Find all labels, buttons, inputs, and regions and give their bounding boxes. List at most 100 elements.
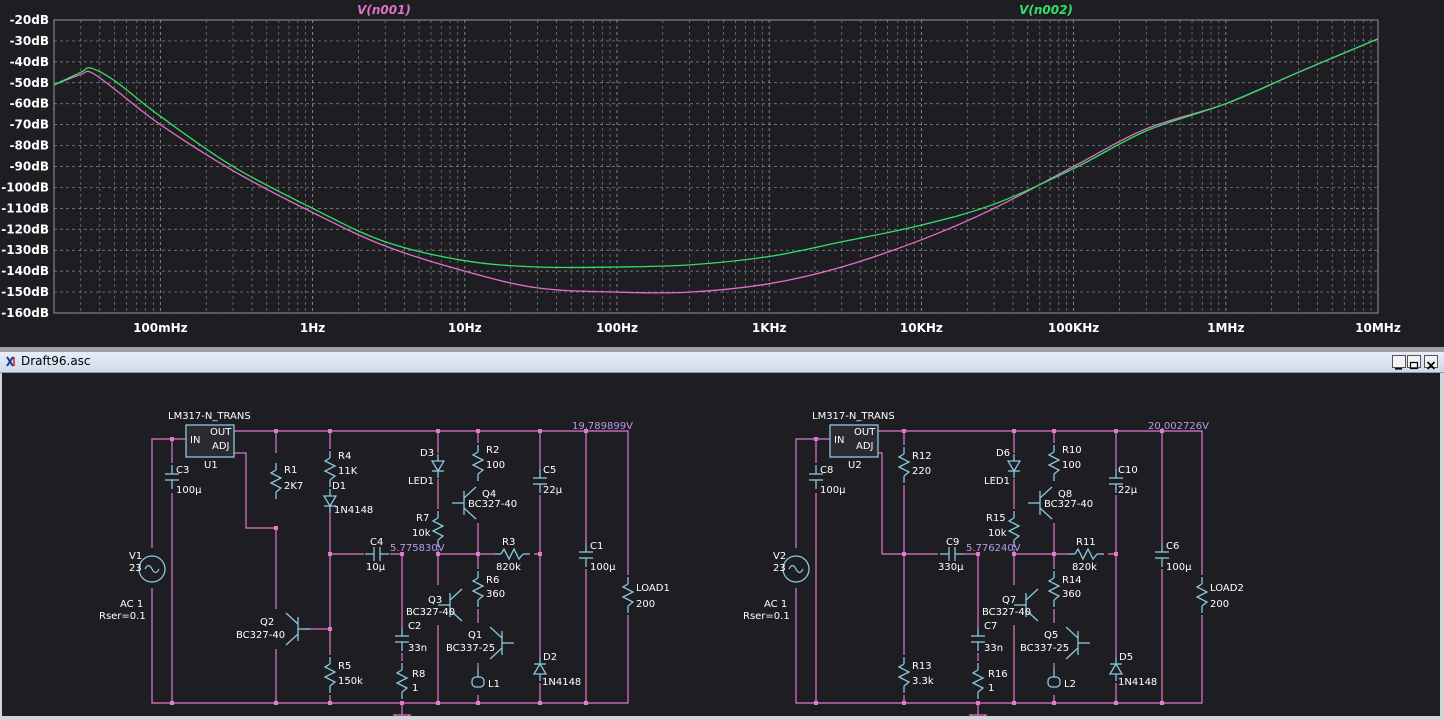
reg-pin-out: OUT <box>210 427 232 438</box>
close-button[interactable] <box>1424 355 1438 370</box>
reg-pin-in: IN <box>190 435 200 446</box>
trace-label-v-n001[interactable]: V(n001) <box>357 3 411 17</box>
c6-value: 100µ <box>1166 562 1192 573</box>
q7-value: BC327-40 <box>982 607 1031 618</box>
x-tick-label: 100KHz <box>1048 321 1099 335</box>
q5-ref: Q5 <box>1044 630 1058 641</box>
x-tick-label: 10KHz <box>900 321 943 335</box>
load1-ref: LOAD1 <box>636 583 670 594</box>
q2-ref: Q2 <box>260 617 274 628</box>
plot-traces <box>53 38 1379 294</box>
output-voltage-label-right: 20.002726V <box>1148 421 1209 432</box>
trace-label-v-n002[interactable]: V(n002) <box>1019 3 1073 17</box>
reg-pin-adj: ADJ <box>212 441 230 452</box>
load1-value: 200 <box>636 599 655 610</box>
r10-value: 100 <box>1062 460 1081 471</box>
r11-value: 820k <box>1072 562 1097 573</box>
reg2-ref: U2 <box>848 460 862 471</box>
r13-ref: R13 <box>912 661 932 672</box>
x-tick-label: 100Hz <box>596 321 638 335</box>
r14-value: 360 <box>1062 589 1081 600</box>
node-voltage-label: 5.775830V <box>390 543 445 554</box>
c7-ref: C7 <box>984 621 997 632</box>
c5-value: 22µ <box>543 485 563 496</box>
r13-value: 3.3k <box>912 676 934 687</box>
r1-value: 2K7 <box>284 481 303 492</box>
trace-vn001[interactable] <box>53 38 1379 294</box>
r12-value: 220 <box>912 466 931 477</box>
window-title: Draft96.asc <box>21 354 91 368</box>
r14-ref: R14 <box>1062 575 1082 586</box>
x-tick-label: 10Hz <box>448 321 482 335</box>
r6-value: 360 <box>486 589 505 600</box>
r16-ref: R16 <box>988 669 1008 680</box>
c6-ref: C6 <box>1166 541 1179 552</box>
r10-ref: R10 <box>1062 445 1082 456</box>
x-tick-label: 1Hz <box>300 321 325 335</box>
v2-value: 23 <box>773 563 786 574</box>
maximize-button[interactable] <box>1407 355 1421 370</box>
d1-value: 1N4148 <box>334 505 373 516</box>
schematic-window: Draft96.asc <box>0 352 1444 720</box>
r1-ref: R1 <box>284 465 297 476</box>
y-tick-label: -160dB <box>1 306 49 320</box>
y-tick-label: -80dB <box>10 139 49 153</box>
ltspice-schematic-icon <box>6 356 15 367</box>
trace-vn002[interactable] <box>53 38 1379 269</box>
c8-ref: C8 <box>820 465 833 476</box>
schematic-canvas[interactable]: IN OUT ADJ LM317-N_TRANS U1 V1 23 AC 1 R… <box>2 373 1440 720</box>
c1-value: 100µ <box>590 562 616 573</box>
minimize-button[interactable] <box>1392 355 1406 370</box>
load2-value: 200 <box>1210 599 1229 610</box>
regulator-u2[interactable] <box>829 424 879 458</box>
y-tick-label: -90dB <box>10 160 49 174</box>
c1-ref: C1 <box>590 541 603 552</box>
c10-ref: C10 <box>1118 465 1138 476</box>
c9-value: 330µ <box>938 562 964 573</box>
q2-value: BC327-40 <box>236 630 285 641</box>
y-tick-label: -120dB <box>1 222 49 236</box>
c9-ref: C9 <box>946 537 959 548</box>
r4-ref: R4 <box>338 451 351 462</box>
v1-rser: Rser=0.1 <box>99 611 146 622</box>
r8-ref: R8 <box>412 669 425 680</box>
window-titlebar[interactable]: Draft96.asc <box>0 352 1444 373</box>
q5-value: BC337-25 <box>1020 643 1069 654</box>
waveform-plot[interactable]: -20dB-30dB-40dB-50dB-60dB-70dB-80dB-90dB… <box>0 0 1444 347</box>
r2-value: 100 <box>486 460 505 471</box>
d3-ref: D3 <box>420 448 434 459</box>
q8-value: BC327-40 <box>1044 499 1093 510</box>
y-tick-label: -20dB <box>10 13 49 27</box>
pane-splitter[interactable] <box>0 347 1444 352</box>
regulator-u1[interactable] <box>185 424 235 458</box>
circuit-left: IN OUT ADJ LM317-N_TRANS U1 V1 23 AC 1 R… <box>99 411 670 720</box>
y-axis-ticks: -20dB-30dB-40dB-50dB-60dB-70dB-80dB-90dB… <box>1 13 49 320</box>
c10-value: 22µ <box>1118 485 1138 496</box>
reg2-pin-adj: ADJ <box>856 441 874 452</box>
l2-ref: L2 <box>1064 679 1076 690</box>
maximize-icon <box>1409 361 1419 370</box>
x-tick-label: 10MHz <box>1355 321 1401 335</box>
y-tick-label: -100dB <box>1 180 49 194</box>
r5-ref: R5 <box>338 661 351 672</box>
c2-ref: C2 <box>408 621 421 632</box>
q1-ref: Q1 <box>468 630 482 641</box>
c5-ref: C5 <box>543 465 556 476</box>
d2-ref: D2 <box>543 652 557 663</box>
d6-ref: D6 <box>996 448 1010 459</box>
y-tick-label: -30dB <box>10 34 49 48</box>
c7-value: 33n <box>984 643 1003 654</box>
r11-ref: R11 <box>1076 537 1096 548</box>
d1-ref: D1 <box>332 481 346 492</box>
v1-ref: V1 <box>129 551 142 562</box>
v1-value: 23 <box>129 563 142 574</box>
r15-value: 10k <box>988 528 1007 539</box>
r4-value: 11K <box>338 466 358 477</box>
r6-ref: R6 <box>486 575 499 586</box>
output-voltage-label: 19.789899V <box>572 421 633 432</box>
c3-ref: C3 <box>176 465 189 476</box>
y-tick-label: -150dB <box>1 285 49 299</box>
q3-value: BC327-40 <box>406 607 455 618</box>
waveform-plot-pane[interactable]: -20dB-30dB-40dB-50dB-60dB-70dB-80dB-90dB… <box>0 0 1444 347</box>
